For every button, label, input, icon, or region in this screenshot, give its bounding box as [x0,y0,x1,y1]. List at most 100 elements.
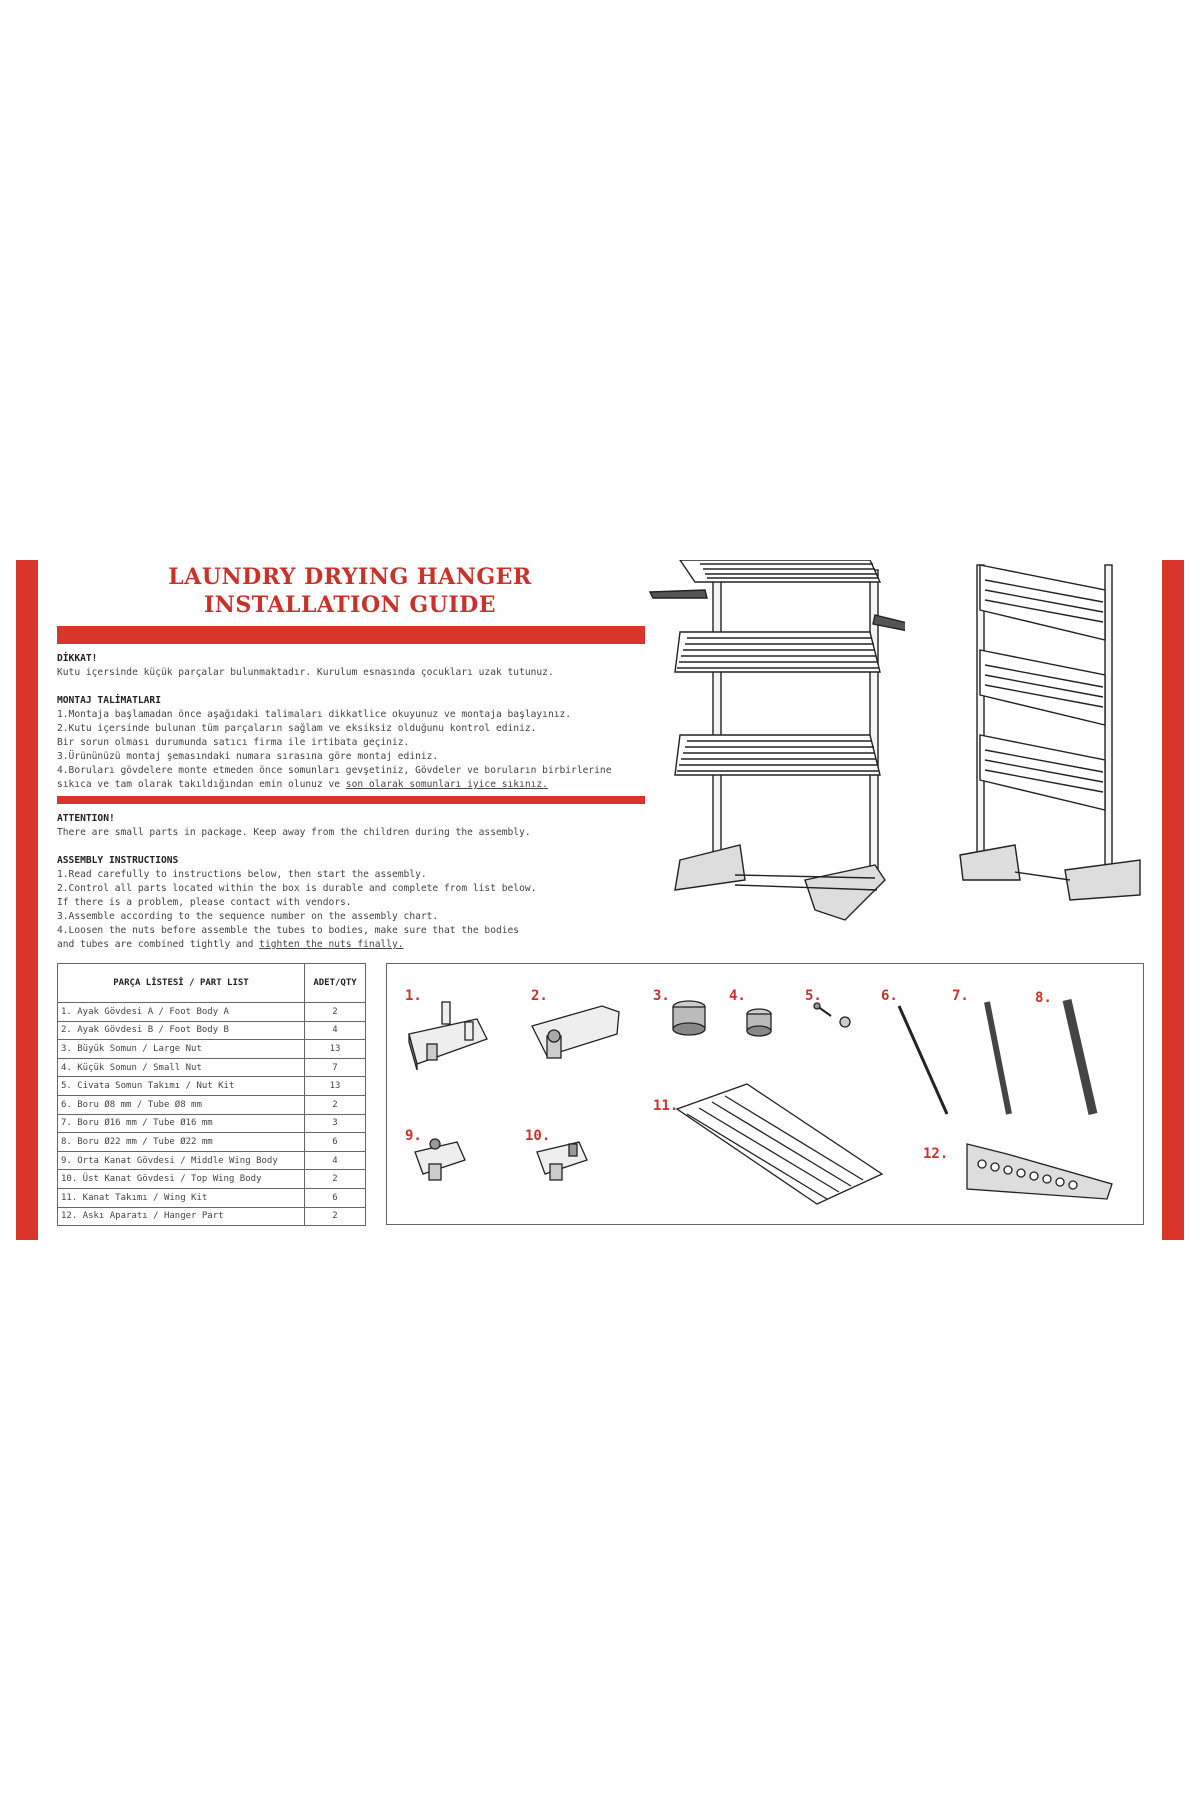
part-qty: 13 [304,1039,366,1059]
rack-wing-panel [979,649,1106,726]
instruction-last-underlined-en: tighten the nuts finally. [259,939,404,950]
part-label-5: 5. [805,988,822,1004]
part-name: 4. Küçük Somun / Small Nut [57,1057,305,1078]
instruction-line-tr: 3.Ürününüzü montaj şemasındaki numara sı… [57,751,439,762]
part-name: 9. Orta Kanat Gövdesi / Middle Wing Body [57,1150,305,1171]
rack-shelf [674,734,881,776]
part-qty: 3 [304,1113,366,1134]
part-list-table: PARÇA LİSTESİ / PART LIST ADET/QTY 1. Ay… [57,963,366,1227]
tube-8mm-drawing [897,1005,949,1115]
part-label-3: 3. [653,988,670,1004]
part-qty: 6 [304,1132,366,1152]
left-red-bar [16,560,38,1240]
instruction-line-en: 4.Loosen the nuts before assemble the tu… [57,925,520,936]
foot-body-a-drawing [408,1001,488,1071]
warning-text-tr: Kutu içersinde küçük parçalar bulunmakta… [57,667,554,678]
foot-body-b-drawing [531,1005,620,1059]
rack-side-illustration [959,564,1141,901]
middle-wing-body-drawing [414,1138,466,1181]
part-qty: 2 [304,1206,366,1227]
title-line-2: INSTALLATION GUIDE [203,592,497,618]
large-nut-drawing [672,1000,706,1036]
instruction-line-en: 3.Assemble according to the sequence num… [57,911,439,922]
warning-text-en: There are small parts in package. Keep a… [57,827,531,838]
instruction-line-en: If there is a problem, please contact wi… [57,897,352,908]
rack-shelf [674,631,881,673]
instruction-last-line-tr: sıkıca ve tam olarak takıldığından emin … [57,778,548,792]
small-nut-drawing [746,1008,772,1037]
wing-kit-drawing [675,1083,884,1205]
instruction-line-tr: 4.Boruları gövdelere monte etmeden önce … [57,765,612,776]
table-row: 9. Orta Kanat Gövdesi / Middle Wing Body… [57,1150,366,1171]
part-label-8: 8. [1035,990,1052,1006]
part-name: 5. Civata Somun Takımı / Nut Kit [57,1076,305,1096]
warning-heading-tr: DİKKAT! [57,653,98,664]
part-name: 8. Boru Ø22 mm / Tube Ø22 mm [57,1132,305,1152]
header-part-name: PARÇA LİSTESİ / PART LIST [57,963,305,1003]
part-label-1: 1. [405,988,422,1004]
instruction-line-tr: 1.Montaja başlamadan önce aşağıdaki tali… [57,709,572,720]
bolt-nut-kit-drawing [813,1002,851,1028]
header-qty: ADET/QTY [304,963,366,1003]
table-header-row: PARÇA LİSTESİ / PART LIST ADET/QTY [57,963,366,1003]
part-qty: 2 [304,1094,366,1115]
part-name: 2. Ayak Gövdesi B / Foot Body B [57,1020,305,1041]
part-label-9: 9. [405,1128,422,1144]
part-qty: 13 [304,1076,366,1096]
parts-illustration-box: 1. 2. 3. 4. 5. 6. 7. 8. 9. 10. 11. 12. [386,963,1144,1225]
right-red-bar [1162,560,1184,1240]
part-qty: 4 [304,1150,366,1171]
part-name: 1. Ayak Gövdesi A / Foot Body A [57,1002,305,1022]
part-qty: 7 [304,1057,366,1078]
part-label-6: 6. [881,988,898,1004]
part-name: 7. Boru Ø16 mm / Tube Ø16 mm [57,1113,305,1134]
installation-guide-sheet: LAUNDRY DRYING HANGER INSTALLATION GUIDE… [0,560,1200,1240]
instruction-line-en: 1.Read carefully to instructions below, … [57,869,427,880]
part-qty: 2 [304,1002,366,1022]
instructions-heading-en: ASSEMBLY INSTRUCTIONS [57,855,179,866]
part-label-11: 11. [653,1098,679,1114]
top-wing-body-drawing [536,1141,588,1181]
rack-front-illustration [648,560,905,921]
instruction-last-underlined-tr: son olarak somunları iyice sıkınız. [345,779,548,790]
warning-heading-en: ATTENTION! [57,813,115,824]
rack-shelf [679,560,882,583]
instruction-line-tr: Bir sorun olması durumunda satıcı firma … [57,737,410,748]
part-label-2: 2. [531,988,548,1004]
tube-22mm-drawing [1062,998,1098,1116]
part-name: 11. Kanat Takımı / Wing Kit [57,1187,305,1208]
title-line-1: LAUNDRY DRYING HANGER [168,564,532,590]
rack-wing-panel [979,734,1106,811]
instruction-last-start-en: and tubes are combined tightly and [57,939,260,950]
instruction-last-line-en: and tubes are combined tightly and tight… [57,938,404,952]
part-name: 6. Boru Ø8 mm / Tube Ø8 mm [57,1094,305,1115]
part-name: 12. Askı Aparatı / Hanger Part [57,1206,305,1227]
part-label-12: 12. [923,1146,949,1162]
instructions-heading-tr: MONTAJ TALİMATLARI [57,695,161,706]
part-label-10: 10. [525,1128,551,1144]
middle-red-band [57,796,645,804]
part-name: 10. Üst Kanat Gövdesi / Top Wing Body [57,1169,305,1189]
part-qty: 4 [304,1020,366,1041]
part-label-4: 4. [729,988,746,1004]
part-qty: 6 [304,1187,366,1208]
part-name: 3. Büyük Somun / Large Nut [57,1039,305,1059]
part-label-7: 7. [952,988,969,1004]
tube-16mm-drawing [984,1001,1012,1115]
rack-wing-panel [979,564,1106,641]
instruction-line-en: 2.Control all parts located within the b… [57,883,537,894]
part-qty: 2 [304,1169,366,1189]
instruction-last-start-tr: sıkıca ve tam olarak takıldığından emin … [57,779,346,790]
instruction-line-tr: 2.Kutu içersinde bulunan tüm parçaların … [57,723,537,734]
